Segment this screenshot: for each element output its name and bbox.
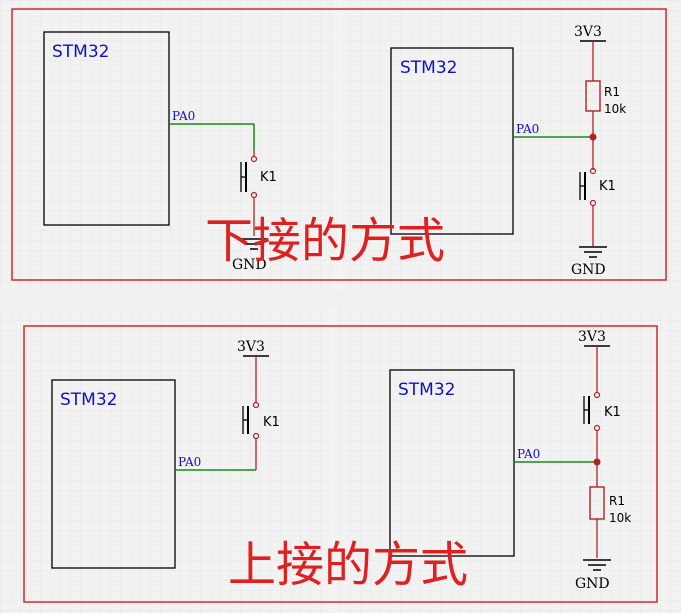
top-right-switch-label: K1 <box>599 179 616 194</box>
top-right-switch <box>579 167 597 246</box>
bottom-left-pin-label: PA0 <box>178 455 201 469</box>
top-right-resistor-value: 10k <box>604 102 626 116</box>
top-right-chip-label: STM32 <box>400 58 457 78</box>
bottom-left-switch-label: K1 <box>263 415 280 430</box>
top-right-gnd-symbol <box>579 246 607 258</box>
bottom-right-gnd-label: GND <box>575 576 610 592</box>
bottom-left-chip <box>51 379 176 569</box>
bottom-right-resistor-name: R1 <box>609 494 625 508</box>
top-frame <box>11 8 667 281</box>
top-right-junction <box>589 133 597 141</box>
bottom-divider <box>329 306 337 613</box>
top-left-pin-label: PA0 <box>172 109 195 123</box>
bottom-right-switch <box>583 391 601 432</box>
top-right-pin-label: PA0 <box>516 122 539 136</box>
top-right-vcc-label: 3V3 <box>574 24 602 40</box>
bottom-right-chip-label: STM32 <box>398 380 455 400</box>
top-left-gnd-label: GND <box>232 257 267 273</box>
top-caption: 下接的方式 <box>205 213 445 269</box>
bottom-left-chip-label: STM32 <box>60 390 117 410</box>
bottom-right-resistor-value: 10k <box>609 511 631 525</box>
top-left-gnd-symbol <box>240 238 268 250</box>
bottom-right-gnd-symbol <box>583 559 611 571</box>
top-right-resistor-name: R1 <box>604 85 620 99</box>
top-right-gnd-label: GND <box>571 262 606 278</box>
bottom-right-vcc-label: 3V3 <box>578 329 606 345</box>
top-left-switch <box>240 150 258 236</box>
bottom-right-switch-label: K1 <box>604 405 621 420</box>
top-left-chip-label: STM32 <box>52 42 109 62</box>
top-left-switch-label: K1 <box>260 170 277 185</box>
top-divider <box>335 0 343 290</box>
top-left-chip <box>43 31 170 226</box>
panel-gap <box>0 290 681 306</box>
bottom-frame <box>23 325 658 603</box>
bottom-right-junction <box>593 458 601 466</box>
bottom-left-switch <box>242 401 260 440</box>
bottom-caption: 上接的方式 <box>228 537 468 593</box>
bottom-left-vcc-label: 3V3 <box>237 339 265 355</box>
bottom-right-pin-label: PA0 <box>517 447 540 461</box>
bottom-grid <box>0 306 681 613</box>
top-right-chip <box>390 47 514 235</box>
bottom-right-chip <box>389 369 515 557</box>
